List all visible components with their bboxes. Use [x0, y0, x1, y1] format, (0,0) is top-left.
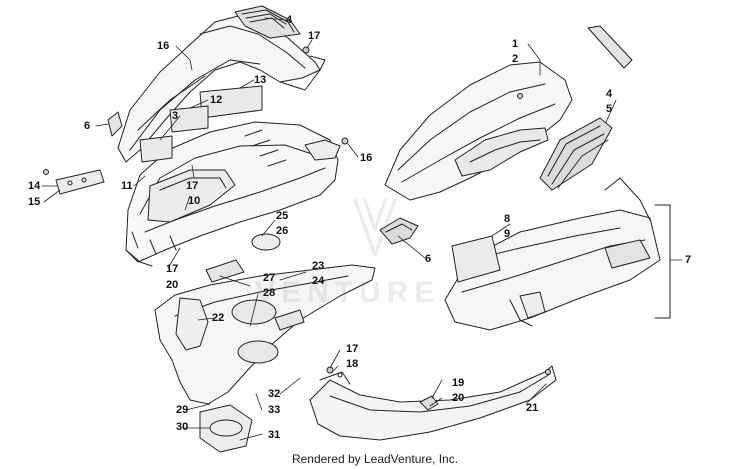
console-shroud-part [125, 85, 349, 267]
callout-number: 27 [263, 272, 276, 284]
callout-number: 21 [526, 402, 539, 414]
callout-number: 28 [263, 287, 276, 299]
leader-lines [41, 17, 683, 441]
callout-number: 30 [176, 421, 189, 433]
callout-number: 19 [452, 377, 465, 389]
callout-number: 15 [28, 196, 41, 208]
callout-number: 7 [685, 254, 692, 266]
belly-pan-part [154, 233, 376, 453]
callout-number: 13 [254, 74, 267, 86]
callout-number: 10 [188, 195, 201, 207]
watermark-text: VENTURE [255, 276, 441, 309]
callout-number: 31 [268, 429, 281, 441]
callout-number: 16 [157, 40, 170, 52]
callout-number: 8 [504, 213, 511, 225]
right-hood-part [379, 25, 633, 245]
callout-number: 24 [312, 275, 325, 287]
upper-hood-part [117, 5, 326, 163]
callout-number: 12 [210, 94, 223, 106]
watermark-logo [353, 198, 397, 257]
callout-number: 1 [512, 38, 519, 50]
callout-number: 17 [186, 180, 199, 192]
callout-number: 2 [512, 53, 519, 65]
callout-number: 20 [452, 392, 465, 404]
clip-part-left [107, 111, 123, 137]
callout-number: 16 [360, 152, 373, 164]
callout-number: 22 [212, 312, 225, 324]
callout-number: 20 [166, 279, 179, 291]
callout-number: 11 [121, 180, 133, 192]
callout-number: 3 [172, 110, 179, 122]
callout-number: 6 [84, 120, 91, 132]
callout-number: 18 [346, 358, 359, 370]
callout-number: 9 [504, 228, 511, 240]
callout-number: 17 [166, 263, 179, 275]
callout-number: 25 [276, 210, 289, 222]
callout-number: 14 [28, 180, 41, 192]
callout-number: 29 [176, 404, 189, 416]
callout-number: 17 [308, 30, 321, 42]
callout-number: 26 [276, 225, 289, 237]
bracket-part [43, 169, 105, 195]
callout-number: 33 [268, 404, 281, 416]
callout-number: 5 [606, 103, 613, 115]
callout-number: 23 [312, 260, 325, 272]
callout-number: 17 [346, 343, 359, 355]
nosepan-part [444, 177, 671, 331]
callout-number: 6 [425, 253, 432, 265]
footer-credit: Rendered by LeadVenture, Inc. [291, 452, 459, 466]
skid-plate-part [309, 365, 557, 441]
callout-number: 32 [268, 388, 281, 400]
callout-number: 4 [606, 88, 613, 100]
callout-number: 4 [286, 14, 293, 26]
